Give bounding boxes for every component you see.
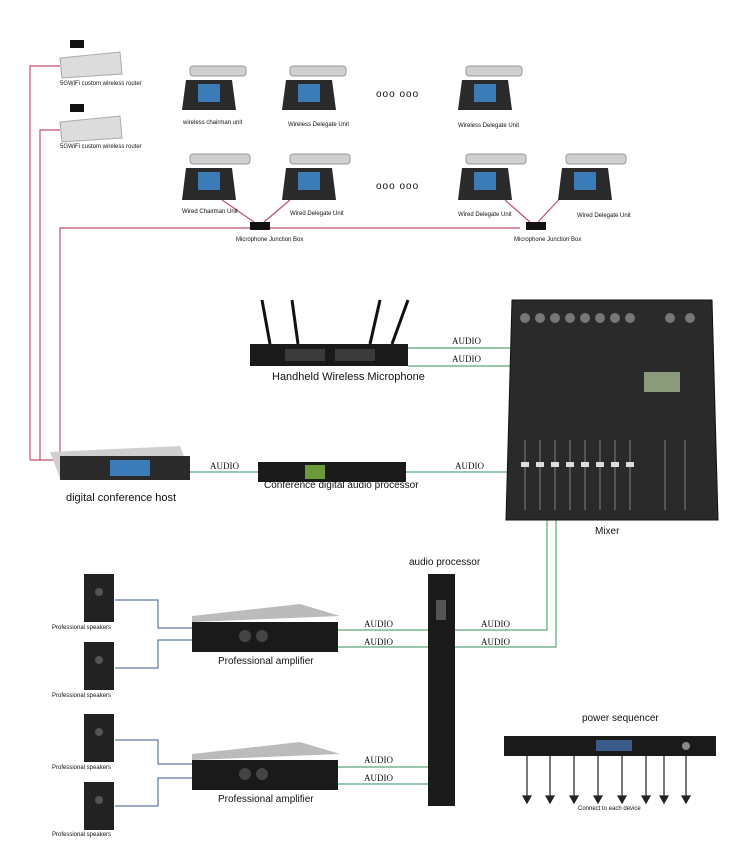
power-arrows xyxy=(521,755,692,805)
wired-chairman-unit xyxy=(182,153,251,200)
wireless-chairman-label: wireless chairman unit xyxy=(183,120,243,126)
router-2-label: 5GWiFi custom wireless router xyxy=(60,144,142,150)
audio-label-amp-top-1: AUDIO xyxy=(364,619,393,629)
wireless-delegate-unit-1 xyxy=(282,65,347,110)
audio-label-amp-bottom-1: AUDIO xyxy=(364,755,393,765)
audio-label-amp-top-2: AUDIO xyxy=(364,637,393,647)
amp-bottom-label: Professional amplifier xyxy=(218,794,314,805)
amplifier-top-device xyxy=(192,604,340,652)
speaker-3 xyxy=(84,714,114,762)
power-sequencer-label: power sequencer xyxy=(582,713,659,724)
router-1-label: 5GWiFi custom wireless router xyxy=(60,81,142,87)
spk1-wire xyxy=(115,599,195,629)
wired-delegate-label-1: Wired Delegate Unit xyxy=(290,211,344,217)
wired-delegate-label-2: Wired Delegate Unit xyxy=(458,212,512,218)
wireless-delegate-label-2: Wireless Delegate Unit xyxy=(458,123,520,129)
wired-delegate-unit-2 xyxy=(458,153,527,200)
audio-label-mic-2: AUDIO xyxy=(452,354,481,364)
spk3-wire xyxy=(115,739,195,765)
audio-label-mic-1: AUDIO xyxy=(452,336,481,346)
wireless-mic-label: Handheld Wireless Microphone xyxy=(272,371,425,383)
junction-right-chair xyxy=(504,199,531,223)
junction-box-left xyxy=(250,222,270,230)
router-1 xyxy=(59,40,123,79)
speaker-label-1: Professional speakers xyxy=(52,625,112,631)
speaker-label-4: Professional speakers xyxy=(52,832,112,838)
spk4-wire xyxy=(115,777,195,807)
wireless-chairman-unit xyxy=(182,65,247,110)
conference-host-device xyxy=(50,446,190,480)
power-sequencer-note: Connect to each device xyxy=(578,806,641,812)
mixer-out-2 xyxy=(455,518,557,648)
mixer-label: Mixer xyxy=(595,526,620,537)
wired-delegate-unit-1 xyxy=(282,153,351,200)
spk2-wire xyxy=(115,639,195,669)
digital-audio-processor-label: Conference digital audio processor xyxy=(264,480,419,491)
router2-wire xyxy=(39,129,60,460)
conference-host-label: digital conference host xyxy=(66,492,177,504)
power-sequencer-device xyxy=(504,736,716,756)
audio-label-host: AUDIO xyxy=(210,461,239,471)
amplifier-bottom-device xyxy=(192,742,340,790)
speaker-label-2: Professional speakers xyxy=(52,693,112,699)
ellipsis-row-2: ooo ooo xyxy=(376,181,420,192)
mixer-device xyxy=(505,299,719,521)
junction-box-left-label: Microphone Junction Box xyxy=(236,237,304,243)
wired-delegate-unit-3 xyxy=(558,153,627,200)
speaker-2 xyxy=(84,642,114,690)
audio-label-processor: AUDIO xyxy=(455,461,484,471)
wireless-mic-receiver xyxy=(250,299,410,366)
junction-left-chair xyxy=(221,199,255,223)
digital-audio-processor-device xyxy=(258,462,406,482)
wireless-delegate-label-1: Wireless Delegate Unit xyxy=(288,122,350,128)
junction-box-right-label: Microphone Junction Box xyxy=(514,237,582,243)
router1-wire xyxy=(29,65,60,460)
amp-top-label: Professional amplifier xyxy=(218,656,314,667)
audio-label-mixer-out-2: AUDIO xyxy=(481,637,510,647)
router-2 xyxy=(59,104,123,143)
host-link-wire xyxy=(59,227,520,460)
ellipsis-row-1: ooo ooo xyxy=(376,89,420,100)
audio-label-amp-bottom-2: AUDIO xyxy=(364,773,393,783)
junction-box-right xyxy=(526,222,546,230)
wireless-delegate-unit-2 xyxy=(458,65,523,110)
wired-chairman-label: Wired Chairman Unit xyxy=(182,209,238,215)
audio-label-mixer-out-1: AUDIO xyxy=(481,619,510,629)
wired-delegate-label-3: Wired Delegate Unit xyxy=(577,213,631,219)
audio-processor-device xyxy=(428,574,455,806)
speaker-label-3: Professional speakers xyxy=(52,765,112,771)
audio-processor-label: audio processor xyxy=(409,557,481,568)
speaker-1 xyxy=(84,574,114,622)
speaker-4 xyxy=(84,782,114,830)
mixer-out-1 xyxy=(455,518,548,631)
junction-left-del xyxy=(263,199,291,223)
